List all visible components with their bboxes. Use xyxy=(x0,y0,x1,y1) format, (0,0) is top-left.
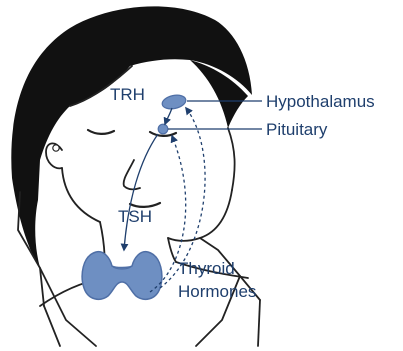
tsh-arrow xyxy=(124,134,158,250)
pituitary-label: Pituitary xyxy=(266,120,328,139)
hypothalamus-label: Hypothalamus xyxy=(266,92,375,111)
tsh-label: TSH xyxy=(118,207,152,226)
hypothalamus-icon xyxy=(161,93,187,111)
thyroid-hormones-label-line1: Thyroid xyxy=(178,259,235,278)
trh-label: TRH xyxy=(110,85,145,104)
trh-arrow xyxy=(165,108,172,124)
pituitary-icon xyxy=(158,124,168,134)
thyroid-hormones-label-line2: Hormones xyxy=(178,282,256,301)
earring xyxy=(53,145,59,151)
thyroid-gland-icon xyxy=(82,252,162,300)
